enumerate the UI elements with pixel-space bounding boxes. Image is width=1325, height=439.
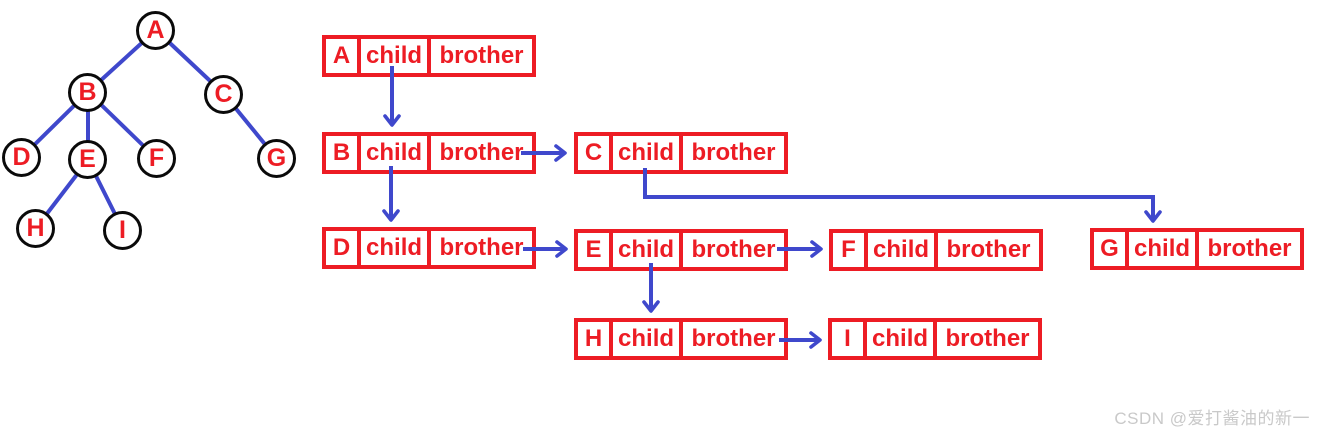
tree-node-F: F bbox=[137, 139, 176, 178]
record-B-letter-cell: B bbox=[326, 136, 362, 170]
tree-node-I: I bbox=[103, 211, 142, 250]
tree-node-H-label: H bbox=[26, 214, 45, 242]
record-C-letter-cell: C bbox=[578, 136, 614, 170]
record-D-child-cell: child bbox=[361, 231, 432, 265]
record-E-child-cell: child bbox=[613, 233, 684, 267]
record-H-brother-cell: brother bbox=[691, 325, 776, 352]
tree-node-H: H bbox=[16, 209, 55, 248]
record-B-brother-cell: brother bbox=[439, 139, 524, 166]
record-box-I: I child brother bbox=[828, 318, 1042, 360]
record-I-brother-cell: brother bbox=[945, 325, 1030, 352]
record-F-child-cell: child bbox=[868, 233, 939, 267]
record-box-C: C child brother bbox=[574, 132, 788, 174]
tree-node-C-label: C bbox=[214, 80, 233, 108]
tree-node-B: B bbox=[68, 73, 107, 112]
record-box-E: E child brother bbox=[574, 229, 788, 271]
tree-node-F-label: F bbox=[148, 144, 165, 172]
record-E-brother-cell: brother bbox=[691, 236, 776, 263]
record-D-letter-cell: D bbox=[326, 231, 362, 265]
tree-node-A: A bbox=[136, 11, 175, 50]
record-box-F: F child brother bbox=[829, 229, 1043, 271]
record-box-B: B child brother bbox=[322, 132, 536, 174]
record-box-H: H child brother bbox=[574, 318, 788, 360]
tree-node-G: G bbox=[257, 139, 296, 178]
record-D-brother-cell: brother bbox=[439, 234, 524, 261]
record-G-child-cell: child bbox=[1129, 232, 1200, 266]
csdn-watermark: CSDN @爱打酱油的新一 bbox=[1114, 409, 1310, 428]
tree-node-E-label: E bbox=[79, 145, 96, 173]
record-G-brother-cell: brother bbox=[1207, 235, 1292, 262]
record-A-brother-cell: brother bbox=[439, 42, 524, 69]
tree-node-E: E bbox=[68, 140, 107, 179]
tree-node-A-label: A bbox=[146, 16, 165, 44]
record-G-letter-cell: G bbox=[1094, 232, 1130, 266]
tree-node-D: D bbox=[2, 138, 41, 177]
tree-node-D-label: D bbox=[12, 143, 31, 171]
record-H-child-cell: child bbox=[613, 322, 684, 356]
record-E-letter-cell: E bbox=[578, 233, 614, 267]
record-H-letter-cell: H bbox=[578, 322, 614, 356]
record-I-child-cell: child bbox=[867, 322, 938, 356]
record-F-brother-cell: brother bbox=[946, 236, 1031, 263]
tree-node-C: C bbox=[204, 75, 243, 114]
record-box-A: A child brother bbox=[322, 35, 536, 77]
record-I-letter-cell: I bbox=[832, 322, 868, 356]
record-C-child-cell: child bbox=[613, 136, 684, 170]
tree-node-G-label: G bbox=[266, 144, 287, 172]
record-box-D: D child brother bbox=[322, 227, 536, 269]
record-F-letter-cell: F bbox=[833, 233, 869, 267]
record-box-G: G child brother bbox=[1090, 228, 1304, 270]
record-A-letter-cell: A bbox=[326, 39, 362, 73]
record-A-child-cell: child bbox=[361, 39, 432, 73]
record-B-child-cell: child bbox=[361, 136, 432, 170]
record-C-brother-cell: brother bbox=[691, 139, 776, 166]
tree-edge-lines bbox=[19, 28, 279, 231]
arrow-C-child-to-G bbox=[643, 168, 1162, 223]
tree-node-I-label: I bbox=[119, 216, 126, 244]
tree-node-B-label: B bbox=[78, 78, 97, 106]
